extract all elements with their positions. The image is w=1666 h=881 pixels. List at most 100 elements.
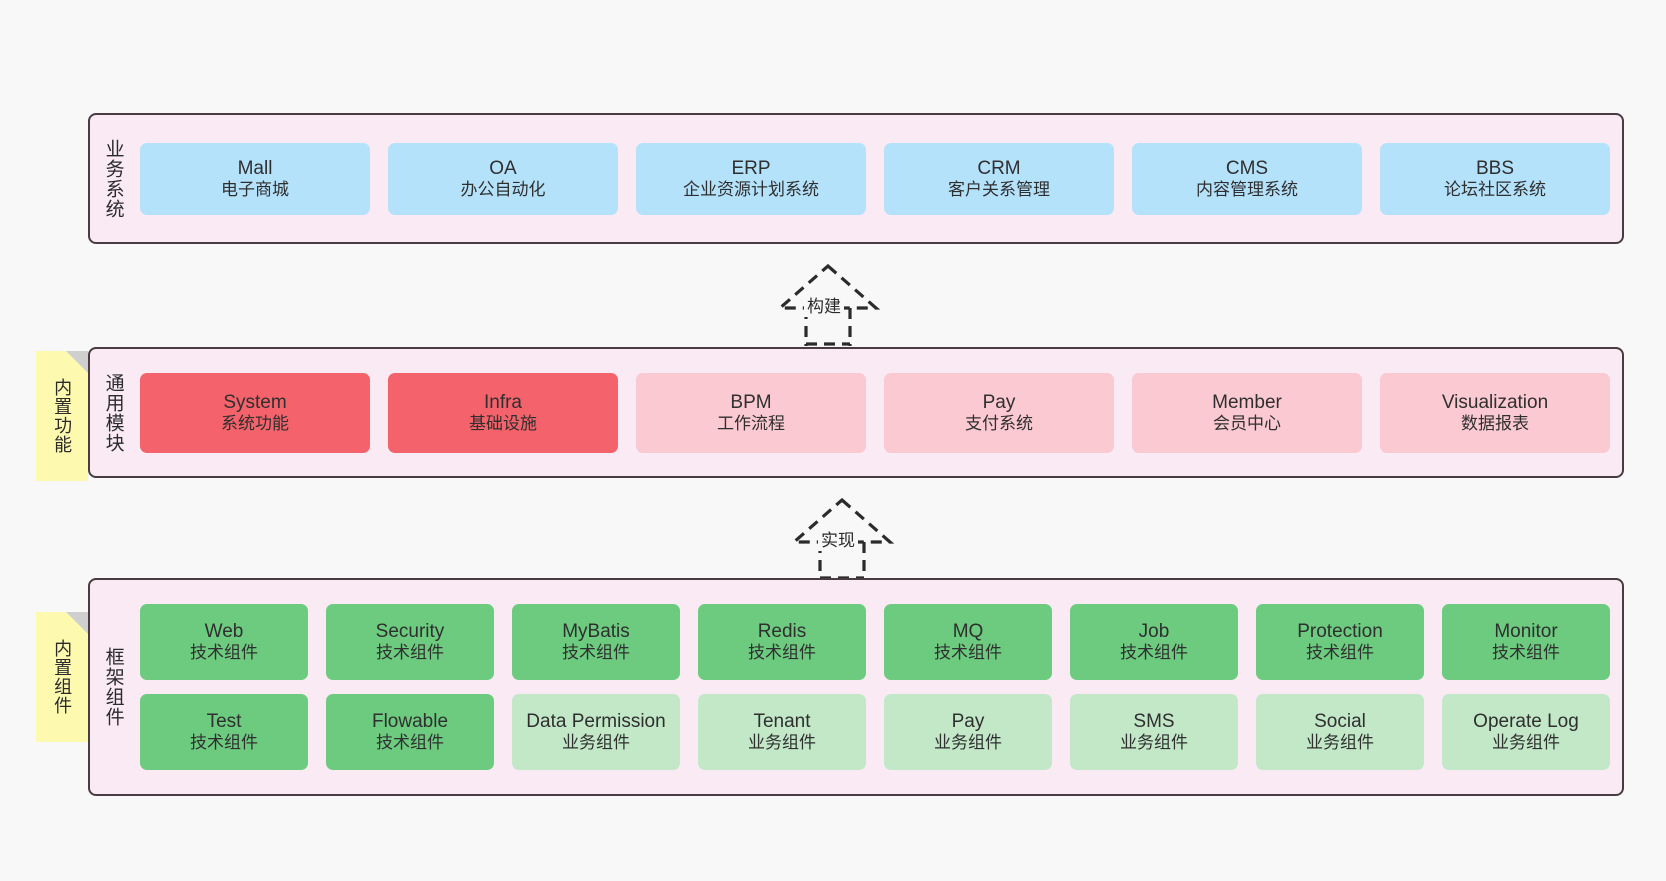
- layer-common-module: 通用模块 System 系统功能 Infra 基础设施 BPM 工作流程 Pay…: [88, 347, 1624, 478]
- card-pay[interactable]: Pay 支付系统: [884, 372, 1114, 453]
- card-title: SMS: [1133, 711, 1175, 733]
- note-label: 内置功能: [52, 378, 73, 454]
- card-redis[interactable]: Redis 技术组件: [698, 604, 866, 680]
- card-subtitle: 技术组件: [1120, 643, 1188, 663]
- layer-label-business-system: 业务系统: [102, 138, 124, 219]
- card-mall[interactable]: Mall 电子商城: [140, 142, 370, 215]
- card-subtitle: 企业资源计划系统: [683, 179, 819, 199]
- card-title: Redis: [757, 621, 807, 643]
- card-cms[interactable]: CMS 内容管理系统: [1132, 142, 1362, 215]
- card-row: Mall 电子商城 OA 办公自动化 ERP 企业资源计划系统 CRM 客户关系…: [140, 142, 1610, 215]
- card-title: Infra: [483, 391, 523, 413]
- card-system[interactable]: System 系统功能: [140, 372, 370, 453]
- card-title: System: [223, 391, 287, 413]
- card-title: Data Permission: [526, 711, 666, 733]
- card-title: Pay: [951, 711, 985, 733]
- card-bpm[interactable]: BPM 工作流程: [636, 372, 866, 453]
- card-title: Security: [375, 621, 445, 643]
- card-title: Test: [206, 711, 242, 733]
- card-monitor[interactable]: Monitor 技术组件: [1442, 604, 1610, 680]
- layer-body-common-module: System 系统功能 Infra 基础设施 BPM 工作流程 Pay 支付系统…: [136, 349, 1622, 476]
- card-subtitle: 业务组件: [748, 733, 816, 753]
- card-row: Web 技术组件 Security 技术组件 MyBatis 技术组件 Redi…: [140, 604, 1610, 680]
- card-crm[interactable]: CRM 客户关系管理: [884, 142, 1114, 215]
- card-sms[interactable]: SMS 业务组件: [1070, 694, 1238, 770]
- card-subtitle: 业务组件: [934, 733, 1002, 753]
- card-subtitle: 业务组件: [1306, 733, 1374, 753]
- card-title: Mall: [237, 157, 273, 179]
- card-erp[interactable]: ERP 企业资源计划系统: [636, 142, 866, 215]
- card-pay-business[interactable]: Pay 业务组件: [884, 694, 1052, 770]
- card-security[interactable]: Security 技术组件: [326, 604, 494, 680]
- card-subtitle: 数据报表: [1461, 413, 1529, 433]
- connector-label-build: 构建: [804, 292, 844, 317]
- card-title: BPM: [730, 391, 772, 413]
- card-mq[interactable]: MQ 技术组件: [884, 604, 1052, 680]
- card-title: Operate Log: [1473, 711, 1579, 733]
- card-title: OA: [489, 157, 517, 179]
- note-fold-corner-icon: [66, 612, 88, 634]
- card-title: ERP: [731, 157, 771, 179]
- card-social[interactable]: Social 业务组件: [1256, 694, 1424, 770]
- card-subtitle: 技术组件: [190, 733, 258, 753]
- connector-label-implement: 实现: [818, 526, 858, 551]
- card-operate-log[interactable]: Operate Log 业务组件: [1442, 694, 1610, 770]
- card-web[interactable]: Web 技术组件: [140, 604, 308, 680]
- card-title: Protection: [1297, 621, 1383, 643]
- card-title: Job: [1138, 621, 1170, 643]
- card-title: MQ: [952, 621, 984, 643]
- card-title: Flowable: [371, 711, 449, 733]
- connector-implement: 实现: [772, 496, 912, 580]
- card-bbs[interactable]: BBS 论坛社区系统: [1380, 142, 1610, 215]
- layer-body-framework-component: Web 技术组件 Security 技术组件 MyBatis 技术组件 Redi…: [136, 580, 1622, 794]
- card-title: Pay: [982, 391, 1016, 413]
- card-title: Social: [1314, 711, 1366, 733]
- card-subtitle: 技术组件: [376, 733, 444, 753]
- card-subtitle: 系统功能: [221, 413, 289, 433]
- card-title: Visualization: [1441, 391, 1549, 413]
- layer-business-system: 业务系统 Mall 电子商城 OA 办公自动化 ERP 企业资源计划系统 CRM…: [88, 113, 1624, 244]
- card-tenant[interactable]: Tenant 业务组件: [698, 694, 866, 770]
- card-subtitle: 业务组件: [562, 733, 630, 753]
- layer-label-framework-component: 框架组件: [102, 647, 124, 727]
- card-row: System 系统功能 Infra 基础设施 BPM 工作流程 Pay 支付系统…: [140, 372, 1610, 453]
- card-subtitle: 技术组件: [562, 643, 630, 663]
- card-title: Member: [1212, 391, 1282, 413]
- card-subtitle: 技术组件: [190, 643, 258, 663]
- card-subtitle: 技术组件: [376, 643, 444, 663]
- card-title: CMS: [1225, 157, 1269, 179]
- card-visualization[interactable]: Visualization 数据报表: [1380, 372, 1610, 453]
- note-fold-corner-icon: [66, 351, 88, 373]
- connector-build: 构建: [758, 262, 898, 346]
- card-title: CRM: [977, 157, 1021, 179]
- card-subtitle: 客户关系管理: [948, 179, 1050, 199]
- card-flowable[interactable]: Flowable 技术组件: [326, 694, 494, 770]
- card-job[interactable]: Job 技术组件: [1070, 604, 1238, 680]
- card-infra[interactable]: Infra 基础设施: [388, 372, 618, 453]
- card-title: Web: [204, 621, 244, 643]
- card-subtitle: 办公自动化: [460, 179, 546, 199]
- layer-label-common-module: 通用模块: [102, 372, 124, 453]
- card-data-permission[interactable]: Data Permission 业务组件: [512, 694, 680, 770]
- layer-framework-component: 框架组件 Web 技术组件 Security 技术组件 MyBatis 技术组件…: [88, 578, 1624, 796]
- card-oa[interactable]: OA 办公自动化: [388, 142, 618, 215]
- card-title: MyBatis: [562, 621, 630, 643]
- card-member[interactable]: Member 会员中心: [1132, 372, 1362, 453]
- note-label: 内置组件: [52, 639, 73, 715]
- note-builtin-component: 内置组件: [36, 612, 88, 742]
- card-subtitle: 技术组件: [1306, 643, 1374, 663]
- card-subtitle: 会员中心: [1213, 413, 1281, 433]
- card-subtitle: 技术组件: [748, 643, 816, 663]
- note-builtin-function: 内置功能: [36, 351, 88, 481]
- card-test[interactable]: Test 技术组件: [140, 694, 308, 770]
- card-subtitle: 电子商城: [221, 179, 289, 199]
- card-subtitle: 业务组件: [1120, 733, 1188, 753]
- card-subtitle: 支付系统: [965, 413, 1033, 433]
- card-title: Tenant: [753, 711, 811, 733]
- layer-body-business-system: Mall 电子商城 OA 办公自动化 ERP 企业资源计划系统 CRM 客户关系…: [136, 115, 1622, 242]
- card-protection[interactable]: Protection 技术组件: [1256, 604, 1424, 680]
- card-mybatis[interactable]: MyBatis 技术组件: [512, 604, 680, 680]
- card-subtitle: 内容管理系统: [1196, 179, 1298, 199]
- card-subtitle: 技术组件: [1492, 643, 1560, 663]
